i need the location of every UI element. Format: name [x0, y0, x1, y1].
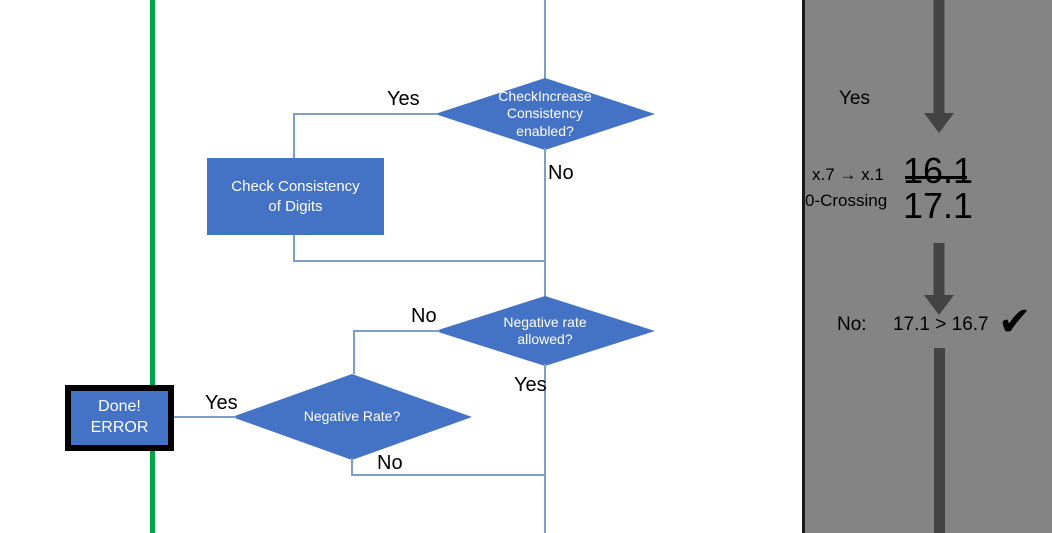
- panel-rounding-label: x.7 → x.1: [812, 165, 884, 184]
- panel-crossing-label: 0-Crossing: [805, 191, 888, 210]
- decision-line-1: CheckIncrease: [498, 88, 592, 105]
- panel-arrow-middle: [924, 243, 954, 315]
- connector-digits-out-h: [293, 260, 546, 262]
- connector-no-negative-allowed-h: [353, 330, 440, 332]
- annotation-panel: Yes x.7 → x.1 0-Crossing 16.1 17.1 No: 1…: [802, 0, 1052, 533]
- connector-no-negative-rate-v: [351, 458, 353, 476]
- edge-label-no-negative-rate-allowed: No: [411, 305, 437, 327]
- decision-check-increase-consistency[interactable]: CheckIncrease Consistency enabled?: [435, 78, 655, 150]
- connector-trunk-top: [544, 0, 546, 80]
- decision-negative-rate-allowed[interactable]: Negative rate allowed?: [435, 296, 655, 366]
- panel-strikethrough-line: [905, 176, 967, 179]
- panel-no-label: No:: [837, 314, 867, 335]
- panel-check-icon: ✔: [998, 299, 1032, 345]
- connector-digits-out-v: [293, 235, 295, 262]
- edge-label-yes-negative-rate-allowed: Yes: [514, 374, 547, 396]
- edge-label-yes-done-error: Yes: [205, 392, 238, 414]
- connector-no-negative-rate-h: [351, 474, 546, 476]
- decision-line-1: Negative rate: [503, 313, 587, 330]
- panel-value-result: 17.1: [903, 185, 974, 226]
- connector-yes-done-error: [174, 416, 236, 418]
- connector-no-negative-allowed-v: [353, 330, 355, 374]
- panel-value-struck: 16.1: [903, 150, 974, 191]
- decision-line-3: enabled?: [516, 122, 574, 139]
- edge-label-no-negative-rate: No: [377, 452, 403, 474]
- decision-line-2: allowed?: [517, 331, 573, 347]
- decision-line-2: Consistency: [506, 105, 584, 122]
- edge-label-yes-check-increase: Yes: [387, 88, 420, 110]
- green-divider-line: [150, 0, 155, 533]
- process-line-1: Check Consistency: [231, 178, 360, 195]
- decision-negative-rate[interactable]: Negative Rate?: [232, 374, 472, 460]
- connector-yes-check-increase-h: [293, 113, 438, 115]
- connector-yes-check-increase-v: [293, 113, 295, 158]
- panel-comparison: 17.1 > 16.7: [893, 314, 989, 335]
- process-line-2: of Digits: [268, 197, 323, 215]
- edge-label-no-check-increase: No: [548, 162, 574, 184]
- process-line-1: Done!: [98, 398, 141, 416]
- decision-line-1: Negative Rate?: [303, 408, 401, 425]
- process-line-2: ERROR: [90, 419, 149, 436]
- process-done-error[interactable]: Done! ERROR: [65, 385, 174, 451]
- connector-no-check-increase: [544, 148, 546, 300]
- panel-label-yes: Yes: [839, 88, 870, 109]
- panel-arrow-top: [924, 0, 954, 133]
- panel-bar-bottom: [934, 348, 945, 533]
- process-check-consistency-of-digits[interactable]: Check Consistency of Digits: [207, 158, 384, 235]
- connector-yes-negative-allowed: [544, 364, 546, 533]
